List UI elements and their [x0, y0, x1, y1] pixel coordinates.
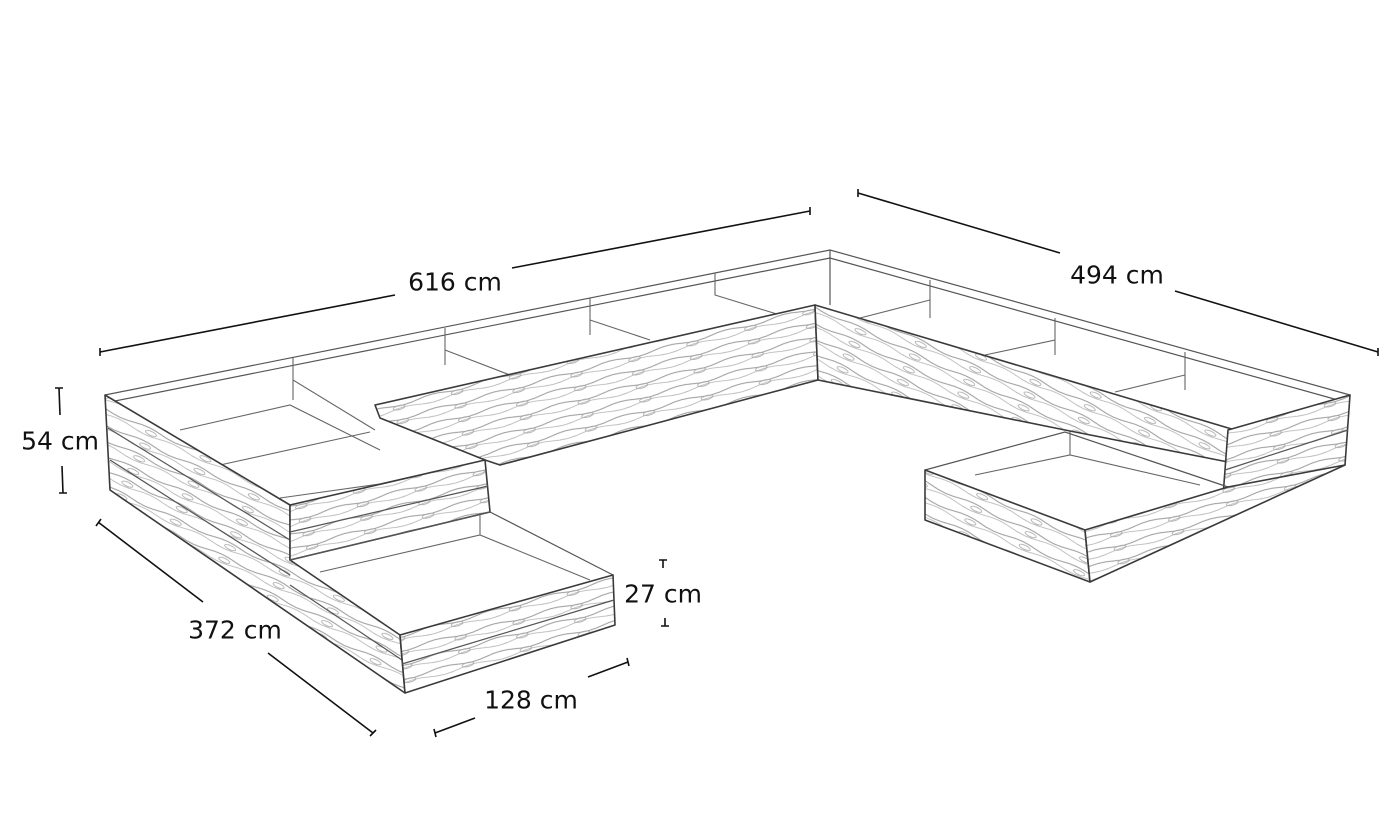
back-rim — [104, 249, 1351, 403]
dimension-label-54: 54 cm — [21, 426, 99, 456]
left-low-rim — [289, 511, 614, 576]
dimension-label-616: 616 cm — [408, 267, 502, 297]
dimension-label-27: 27 cm — [624, 579, 702, 609]
right-low-front-wall — [1084, 464, 1346, 583]
plank-seam — [289, 485, 489, 533]
plank-seams-left — [107, 427, 403, 661]
inner-right-wall — [814, 304, 1236, 463]
right-low-rim — [924, 431, 1229, 488]
dimension-label-494: 494 cm — [1070, 260, 1164, 290]
plank-seam — [401, 599, 615, 665]
dimension-label-128: 128 cm — [484, 685, 578, 715]
dimension-lines — [55, 189, 1379, 738]
left-tall-front-wall — [289, 459, 491, 561]
left-low-front-wall — [399, 574, 616, 694]
plank-seam — [1224, 429, 1349, 471]
right-low-side-wall — [924, 469, 1091, 583]
dimension-label-372: 372 cm — [188, 615, 282, 645]
inner-back-wall — [374, 304, 819, 466]
